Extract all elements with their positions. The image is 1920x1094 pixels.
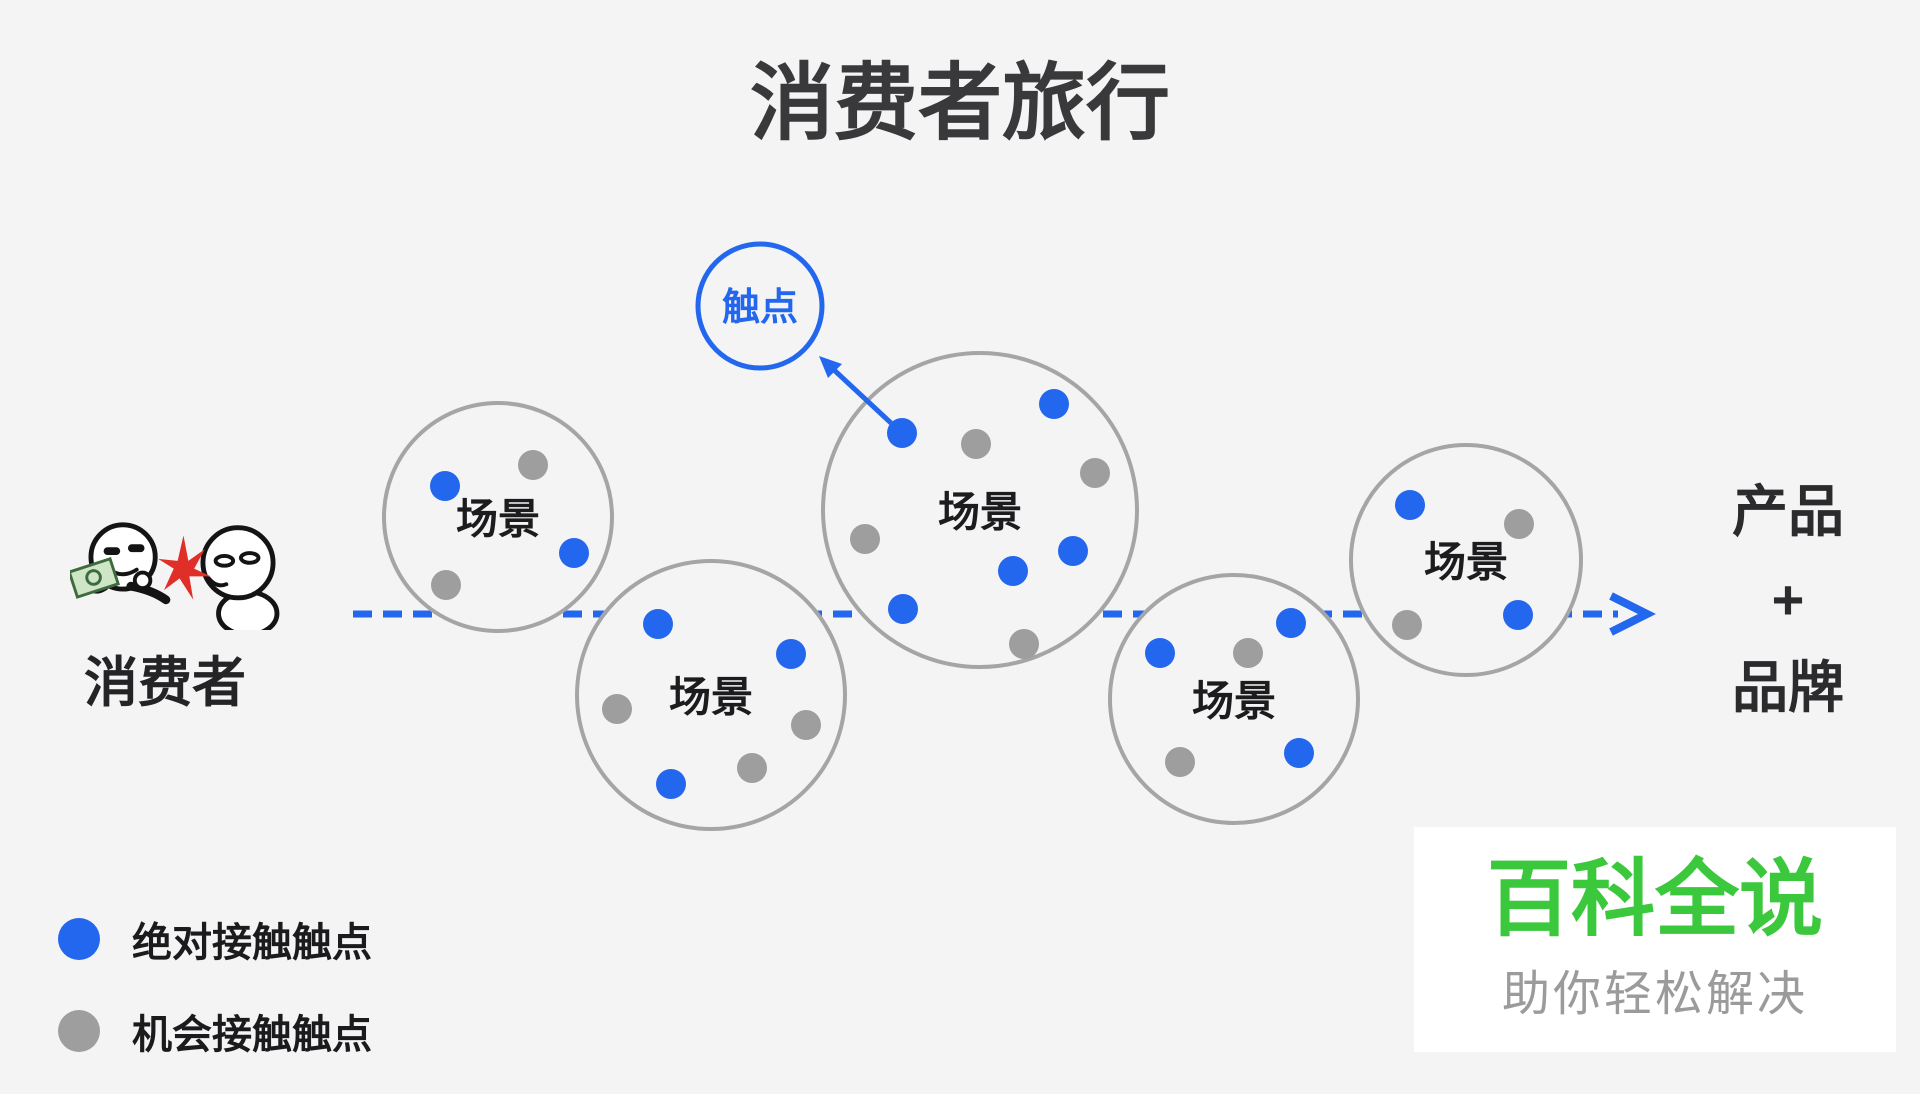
watermark: 百科全说 助你轻松解决 bbox=[1414, 827, 1896, 1052]
blue-touchpoint-dot bbox=[656, 769, 686, 799]
blue-touchpoint-dot bbox=[776, 639, 806, 669]
gray-touchpoint-dot bbox=[1392, 610, 1422, 640]
gray-touchpoint-dot bbox=[518, 450, 548, 480]
scene-group: 场景 bbox=[1349, 443, 1583, 677]
blue-touchpoint-dot bbox=[430, 471, 460, 501]
destination-line-brand: 品牌 bbox=[1732, 656, 1844, 719]
blue-touchpoint-dot bbox=[1058, 536, 1088, 566]
touchpoint-arrow-head-icon bbox=[819, 356, 842, 378]
blue-touchpoint-dot bbox=[1284, 738, 1314, 768]
legend-label-opportunity: 机会接触触点 bbox=[132, 1013, 372, 1057]
scene-label: 场景 bbox=[1192, 678, 1276, 725]
scene-group: 场景 bbox=[1108, 573, 1360, 825]
destination-block: 产品 + 品牌 bbox=[1698, 468, 1878, 732]
legend-row-absolute: 绝对接触触点 bbox=[58, 910, 372, 968]
gray-touchpoint-dot bbox=[1009, 629, 1039, 659]
blue-touchpoint-dot bbox=[1395, 490, 1425, 520]
gray-touchpoint-dot bbox=[1165, 747, 1195, 777]
legend-row-opportunity: 机会接触触点 bbox=[58, 1002, 372, 1060]
destination-plus-sign: + bbox=[1771, 568, 1805, 631]
blue-touchpoint-dot bbox=[559, 538, 589, 568]
legend-label-absolute: 绝对接触触点 bbox=[132, 921, 372, 965]
touchpoint-label: 触点 bbox=[722, 287, 798, 329]
scene-label: 场景 bbox=[938, 489, 1022, 536]
gray-touchpoint-dot bbox=[850, 524, 880, 554]
blue-touchpoint-dot bbox=[888, 594, 918, 624]
gray-dot-icon bbox=[58, 1010, 100, 1052]
gray-touchpoint-dot bbox=[791, 710, 821, 740]
blue-touchpoint-dot bbox=[1039, 389, 1069, 419]
watermark-title: 百科全说 bbox=[1486, 852, 1823, 947]
blue-touchpoint-dot bbox=[1145, 638, 1175, 668]
scene-label: 场景 bbox=[669, 674, 753, 721]
touchpoint-arrow-line bbox=[831, 367, 893, 425]
touchpoint-circle bbox=[695, 241, 825, 371]
blue-touchpoint-dot bbox=[643, 609, 673, 639]
gray-touchpoint-dot bbox=[961, 429, 991, 459]
money-slap-meme-icon bbox=[70, 522, 280, 630]
consumer-label: 消费者 bbox=[84, 653, 246, 713]
scene-group: 场景 bbox=[821, 351, 1139, 669]
blue-touchpoint-dot bbox=[1276, 608, 1306, 638]
scene-label: 场景 bbox=[456, 496, 540, 543]
blue-touchpoint-dot bbox=[887, 418, 917, 448]
scene-group: 场景 bbox=[575, 559, 847, 831]
gray-touchpoint-dot bbox=[1080, 458, 1110, 488]
legend: 绝对接触触点 机会接触触点 bbox=[58, 910, 372, 1094]
page-title: 消费者旅行 bbox=[749, 56, 1170, 150]
blue-dot-icon bbox=[58, 918, 100, 960]
gray-touchpoint-dot bbox=[1233, 638, 1263, 668]
scene-label: 场景 bbox=[1424, 539, 1508, 586]
gray-touchpoint-dot bbox=[1504, 509, 1534, 539]
scene-group: 场景 bbox=[382, 401, 614, 633]
watermark-subtitle: 助你轻松解决 bbox=[1501, 967, 1808, 1021]
consumer-block: 消费者 bbox=[70, 518, 310, 717]
destination-line-product: 产品 bbox=[1732, 480, 1844, 543]
gray-touchpoint-dot bbox=[602, 694, 632, 724]
gray-touchpoint-dot bbox=[737, 753, 767, 783]
blue-touchpoint-dot bbox=[998, 556, 1028, 586]
blue-touchpoint-dot bbox=[1503, 600, 1533, 630]
journey-arrowhead-icon bbox=[1609, 592, 1656, 636]
gray-touchpoint-dot bbox=[431, 570, 461, 600]
